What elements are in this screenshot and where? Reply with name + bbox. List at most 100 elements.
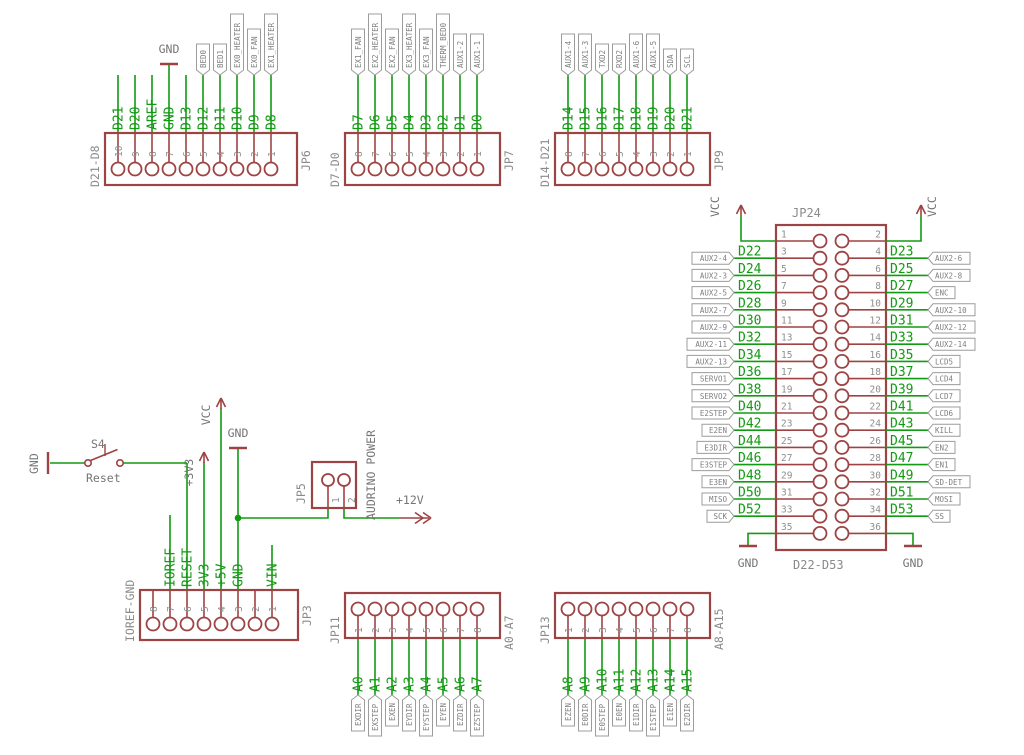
net-label: 3V3 bbox=[198, 564, 213, 587]
connector-value: AUDRINO POWER bbox=[364, 430, 378, 520]
pin-number: 7 bbox=[165, 151, 176, 157]
flag-outline bbox=[927, 509, 951, 523]
net-flag: EZDIR bbox=[453, 694, 467, 732]
pin-circle bbox=[594, 161, 610, 177]
pin-circle bbox=[812, 250, 828, 266]
pin-number: 17 bbox=[781, 367, 792, 378]
net-flag: ENC bbox=[927, 286, 956, 300]
pin-circle bbox=[560, 161, 576, 177]
flag-outline bbox=[691, 389, 735, 403]
flag-label: TXD2 bbox=[598, 50, 607, 68]
connector-name-right: JP7 bbox=[502, 150, 516, 171]
net-flag: EX2_FAN bbox=[385, 28, 399, 76]
net-label: A6 bbox=[454, 676, 469, 692]
flag-outline bbox=[264, 13, 278, 76]
net-flag: KILL bbox=[927, 423, 961, 437]
pin-circle bbox=[195, 161, 211, 177]
net-flag: BED1 bbox=[213, 43, 227, 76]
flag-label: E1EN bbox=[666, 703, 675, 721]
flag-outline bbox=[612, 694, 626, 727]
gnd-label: GND bbox=[738, 556, 759, 570]
flag-outline bbox=[927, 320, 976, 334]
pin-circle bbox=[812, 526, 828, 541]
flag-label: AUX1-2 bbox=[456, 41, 465, 68]
pin-number: 26 bbox=[870, 436, 882, 447]
pin-circle bbox=[350, 601, 366, 617]
pin-circle bbox=[321, 473, 335, 487]
flag-label: AUX2-8 bbox=[935, 271, 963, 280]
pin-number: 2 bbox=[456, 151, 467, 157]
flag-label: AUX2-5 bbox=[700, 289, 727, 298]
flag-outline bbox=[686, 354, 735, 368]
pin-number: 14 bbox=[870, 333, 882, 344]
net-flag: SERVO1 bbox=[691, 372, 735, 386]
pin-circle bbox=[834, 302, 850, 318]
net-flag: E0DIR bbox=[578, 694, 592, 732]
line bbox=[220, 397, 227, 408]
pin-circle bbox=[452, 601, 468, 617]
pin-number: 8 bbox=[149, 606, 160, 612]
net-label: A11 bbox=[613, 669, 628, 692]
net-label: D7 bbox=[352, 114, 367, 130]
flag-outline bbox=[927, 440, 956, 454]
flag-outline bbox=[691, 303, 735, 317]
net-label: D16 bbox=[596, 107, 611, 130]
flag-outline bbox=[368, 13, 382, 76]
pin-circle bbox=[834, 388, 850, 404]
net-label: D35 bbox=[890, 348, 913, 363]
line bbox=[740, 204, 747, 215]
connector-box bbox=[310, 460, 358, 510]
flag-label: EXDIR bbox=[354, 703, 363, 726]
flag-label: EYSTEP bbox=[422, 703, 431, 731]
p12v-arrow-icon bbox=[400, 511, 432, 525]
pin-number: 9 bbox=[131, 151, 142, 157]
flag-outline bbox=[927, 492, 961, 506]
pin-circle bbox=[577, 161, 593, 177]
net-label: D8 bbox=[265, 114, 280, 130]
pin-number: 5 bbox=[405, 151, 416, 157]
flag-outline bbox=[696, 440, 735, 454]
net-flag: AUX2-3 bbox=[691, 268, 735, 282]
vcc-arrow-icon bbox=[198, 451, 210, 463]
net-flag: EZSTEP bbox=[470, 694, 484, 737]
pin-number: 21 bbox=[781, 402, 793, 413]
pin-circle bbox=[628, 161, 644, 177]
pin-number: 8 bbox=[875, 281, 881, 292]
net-label: A2 bbox=[386, 676, 401, 692]
net-label: D40 bbox=[738, 400, 761, 415]
net-flag: E3STEP bbox=[691, 458, 735, 472]
flag-outline bbox=[436, 694, 450, 727]
pin-number: 8 bbox=[473, 627, 484, 633]
pin-circle bbox=[178, 161, 194, 177]
pin-circle bbox=[350, 161, 366, 177]
net-flag: LCD5 bbox=[927, 354, 961, 368]
flag-outline bbox=[578, 33, 592, 76]
pin-number: 18 bbox=[870, 367, 882, 378]
pin-circle bbox=[144, 161, 160, 177]
pin-number: 8 bbox=[683, 627, 694, 633]
pin-number: 10 bbox=[870, 298, 882, 309]
net-flag: EXEN bbox=[385, 694, 399, 727]
net-flag: AUX2-7 bbox=[691, 303, 735, 317]
pin-number: 33 bbox=[781, 505, 792, 516]
flag-outline bbox=[453, 694, 467, 732]
pin-circle bbox=[812, 474, 828, 490]
pin-circle bbox=[196, 616, 212, 632]
connector-name-left: JP5 bbox=[294, 483, 308, 504]
pin-number: 5 bbox=[615, 151, 626, 157]
flag-label: SERVO2 bbox=[700, 392, 727, 401]
flag-label: EX0_HEATER bbox=[233, 22, 242, 68]
net-flag: AUX2-10 bbox=[927, 303, 976, 317]
pin-number: 2 bbox=[581, 627, 592, 633]
net-label: D52 bbox=[738, 503, 761, 518]
flag-label: AUX2-14 bbox=[935, 340, 967, 349]
net-flag: SD-DET bbox=[927, 475, 971, 489]
net-flag: AUX1-5 bbox=[646, 33, 660, 76]
flag-outline bbox=[385, 28, 399, 76]
flag-outline bbox=[402, 13, 416, 76]
pin-circle bbox=[812, 302, 828, 318]
pin-number: 6 bbox=[182, 151, 193, 157]
net-label: D20 bbox=[664, 107, 679, 130]
